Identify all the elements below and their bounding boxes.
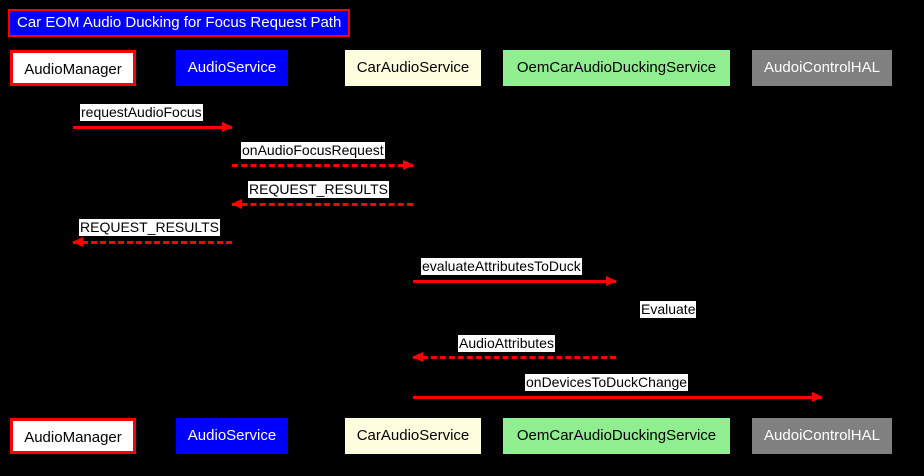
- message-label-request-results: REQUEST_RESULTS: [79, 219, 220, 236]
- participant-car-audio-service-bottom[interactable]: CarAudioService: [345, 418, 481, 454]
- participant-audoi-control-hal-top[interactable]: AudoiControlHAL: [752, 50, 892, 86]
- participant-car-audio-service-top[interactable]: CarAudioService: [345, 50, 481, 86]
- arrow-line: [413, 396, 822, 399]
- participant-label: AudoiControlHAL: [764, 427, 880, 444]
- participant-label: AudoiControlHAL: [764, 59, 880, 76]
- participant-oem-car-audio-ducking-service-top[interactable]: OemCarAudioDuckingService: [503, 50, 730, 86]
- diagram-title: Car EOM Audio Ducking for Focus Request …: [8, 9, 351, 37]
- participant-label: AudioManager: [24, 429, 122, 446]
- lifeline-audio-manager: [73, 86, 74, 418]
- arrow-head-icon: [403, 160, 414, 170]
- message-label-audio-attributes: AudioAttributes: [458, 335, 555, 352]
- participant-label: OemCarAudioDuckingService: [516, 427, 717, 444]
- lifeline-audio-service: [232, 86, 233, 418]
- lifeline-car-audio-service: [413, 86, 414, 418]
- participant-audio-service-bottom[interactable]: AudioService: [176, 418, 288, 454]
- note-label-evaluate: Evaluate: [640, 301, 697, 318]
- arrow-head-icon: [606, 276, 617, 286]
- arrow-head-icon: [231, 199, 242, 209]
- lifeline-oem-car-audio-ducking-service: [616, 86, 617, 418]
- participant-audio-manager-bottom[interactable]: AudioManager: [10, 418, 136, 454]
- arrow-head-icon: [812, 392, 823, 402]
- lifeline-audoi-control-hal: [822, 86, 823, 418]
- message-arrow-on-devices-to-duck-change: [413, 392, 823, 402]
- arrow-line: [413, 356, 616, 359]
- participant-audio-service-top[interactable]: AudioService: [176, 50, 288, 86]
- message-arrow-request-results: [231, 199, 413, 209]
- participant-label: CarAudioService: [356, 59, 470, 76]
- arrow-line: [73, 241, 232, 244]
- message-arrow-request-audio-focus: [73, 122, 233, 132]
- message-label-evaluate-attributes-to-duck: evaluateAttributesToDuck: [421, 258, 582, 275]
- message-label-request-results: REQUEST_RESULTS: [248, 181, 389, 198]
- arrow-head-icon: [412, 352, 423, 362]
- arrow-head-icon: [72, 237, 83, 247]
- arrow-line: [413, 280, 616, 283]
- arrow-line: [232, 164, 413, 167]
- participant-label: AudioService: [187, 59, 277, 76]
- participant-label: CarAudioService: [356, 427, 470, 444]
- participant-label: OemCarAudioDuckingService: [516, 59, 717, 76]
- arrow-line: [232, 203, 413, 206]
- message-arrow-on-audio-focus-request: [232, 160, 414, 170]
- message-arrow-audio-attributes: [412, 352, 616, 362]
- participant-audio-manager-top[interactable]: AudioManager: [10, 50, 136, 86]
- participant-label: AudioService: [187, 427, 277, 444]
- participant-label: AudioManager: [24, 61, 122, 78]
- message-arrow-evaluate-attributes-to-duck: [413, 276, 617, 286]
- participant-audoi-control-hal-bottom[interactable]: AudoiControlHAL: [752, 418, 892, 454]
- message-label-request-audio-focus: requestAudioFocus: [80, 104, 203, 121]
- message-arrow-request-results: [72, 237, 232, 247]
- arrow-line: [73, 126, 232, 129]
- arrow-head-icon: [222, 122, 233, 132]
- participant-oem-car-audio-ducking-service-bottom[interactable]: OemCarAudioDuckingService: [503, 418, 730, 454]
- message-label-on-devices-to-duck-change: onDevicesToDuckChange: [525, 374, 689, 391]
- message-label-on-audio-focus-request: onAudioFocusRequest: [241, 142, 385, 159]
